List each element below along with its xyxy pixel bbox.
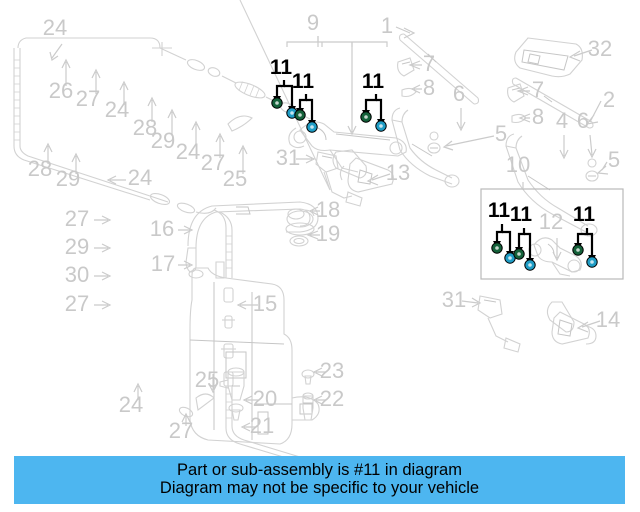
callout-label-highlighted: 11 (292, 70, 315, 93)
callout-label: 1 (381, 13, 393, 38)
callout-label: 8 (532, 104, 544, 129)
callout-label: 19 (316, 221, 340, 246)
highlighted-part-marker-center (495, 246, 499, 250)
highlighted-part-marker-center (310, 125, 314, 129)
callout-label-highlighted: 11 (270, 56, 293, 79)
inset-detail-box-10 (480, 182, 624, 280)
nozzle-22 (302, 392, 314, 421)
callout-label: 22 (320, 386, 344, 411)
callout-label: 7 (423, 51, 435, 76)
highlighted-part-marker-center (379, 124, 383, 128)
highlighted-part-marker-center (590, 260, 594, 264)
washer-pump-20 (219, 367, 245, 401)
callout-label: 2 (603, 87, 615, 112)
connector-31-left (239, 0, 363, 207)
callout-label: 16 (150, 216, 174, 241)
callout-label: 13 (386, 160, 410, 185)
callout-label-highlighted: 11 (510, 203, 533, 226)
callout-label: 24 (176, 139, 200, 164)
wiper-linkage-main (239, 0, 407, 207)
callout-label-highlighted: 11 (362, 70, 385, 93)
callout-label: 24 (119, 392, 143, 417)
leader-lines-grey (43, 26, 609, 432)
highlighted-part-marker-center (298, 113, 302, 117)
callout-label: 10 (506, 152, 530, 177)
bracket-9 (286, 36, 388, 136)
callout-label: 29 (65, 234, 89, 259)
callout-label: 28 (133, 115, 157, 140)
callout-label: 26 (49, 78, 73, 103)
callout-label-highlighted: 11 (488, 199, 511, 222)
washer-reservoir-assembly (178, 201, 320, 445)
callout-label: 32 (588, 36, 612, 61)
callout-label: 27 (76, 86, 100, 111)
grommet-23 (301, 369, 315, 385)
callout-label: 27 (169, 418, 193, 443)
callout-label: 29 (151, 128, 175, 153)
grommet-21 (228, 403, 244, 421)
callout-label: 29 (56, 166, 80, 191)
callout-label: 8 (423, 75, 435, 100)
callout-label: 7 (532, 77, 544, 102)
callout-label: 15 (253, 291, 277, 316)
hose-assembly-left (13, 37, 311, 463)
callout-label-highlighted: 11 (573, 203, 596, 226)
banner-line-secondary: Diagram may not be specific to your vehi… (159, 479, 480, 497)
callout-label: 4 (556, 108, 568, 133)
highlighted-part-marker-center (364, 115, 368, 119)
callout-label: 27 (65, 206, 89, 231)
connector-29 (222, 315, 235, 329)
highlighted-part-marker-center (508, 256, 512, 260)
callout-label: 17 (151, 251, 175, 276)
callout-label: 31 (276, 145, 300, 170)
washer-motor-14 (546, 301, 597, 345)
callout-label: 27 (201, 150, 225, 175)
callout-label: 30 (65, 262, 89, 287)
wiper-arms-right (391, 33, 599, 237)
banner-line-primary: Part or sub-assembly is #11 in diagram (177, 461, 462, 480)
callout-label: 25 (195, 367, 219, 392)
retainer-7-right (507, 83, 525, 103)
callout-label: 31 (442, 287, 466, 312)
callout-label: 25 (223, 166, 247, 191)
connector-31-bottom (477, 295, 521, 353)
callout-label: 5 (495, 121, 507, 146)
callout-label: 6 (453, 81, 465, 106)
callout-label: 6 (577, 108, 589, 133)
info-banner: Part or sub-assembly is #11 in diagram D… (14, 456, 625, 504)
callout-label: 20 (253, 386, 277, 411)
highlight-marker-group (271, 97, 598, 271)
highlighted-part-marker-center (528, 263, 532, 267)
callout-label: 21 (250, 413, 274, 438)
highlighted-part-marker-center (576, 248, 580, 252)
highlighted-part-marker-center (517, 252, 521, 256)
callout-label: 28 (28, 156, 52, 181)
callout-label: 9 (307, 10, 319, 35)
callout-label: 18 (316, 197, 340, 222)
callout-label: 24 (128, 165, 152, 190)
retainer-7-left (397, 57, 415, 77)
highlighted-part-marker-center (290, 111, 294, 115)
wiper-motor-13 (332, 149, 394, 193)
callout-label: 5 (608, 147, 620, 172)
callout-label: 24 (105, 97, 129, 122)
highlighted-part-marker-center (275, 101, 279, 105)
callout-label: 27 (65, 291, 89, 316)
callout-label: 24 (43, 15, 67, 40)
callout-label: 14 (596, 307, 620, 332)
connector-30 (221, 343, 236, 359)
callout-label: 12 (539, 209, 563, 234)
reservoir-seal-19 (289, 235, 309, 247)
cowl-cover-32 (514, 37, 583, 78)
callout-label: 23 (320, 358, 344, 383)
